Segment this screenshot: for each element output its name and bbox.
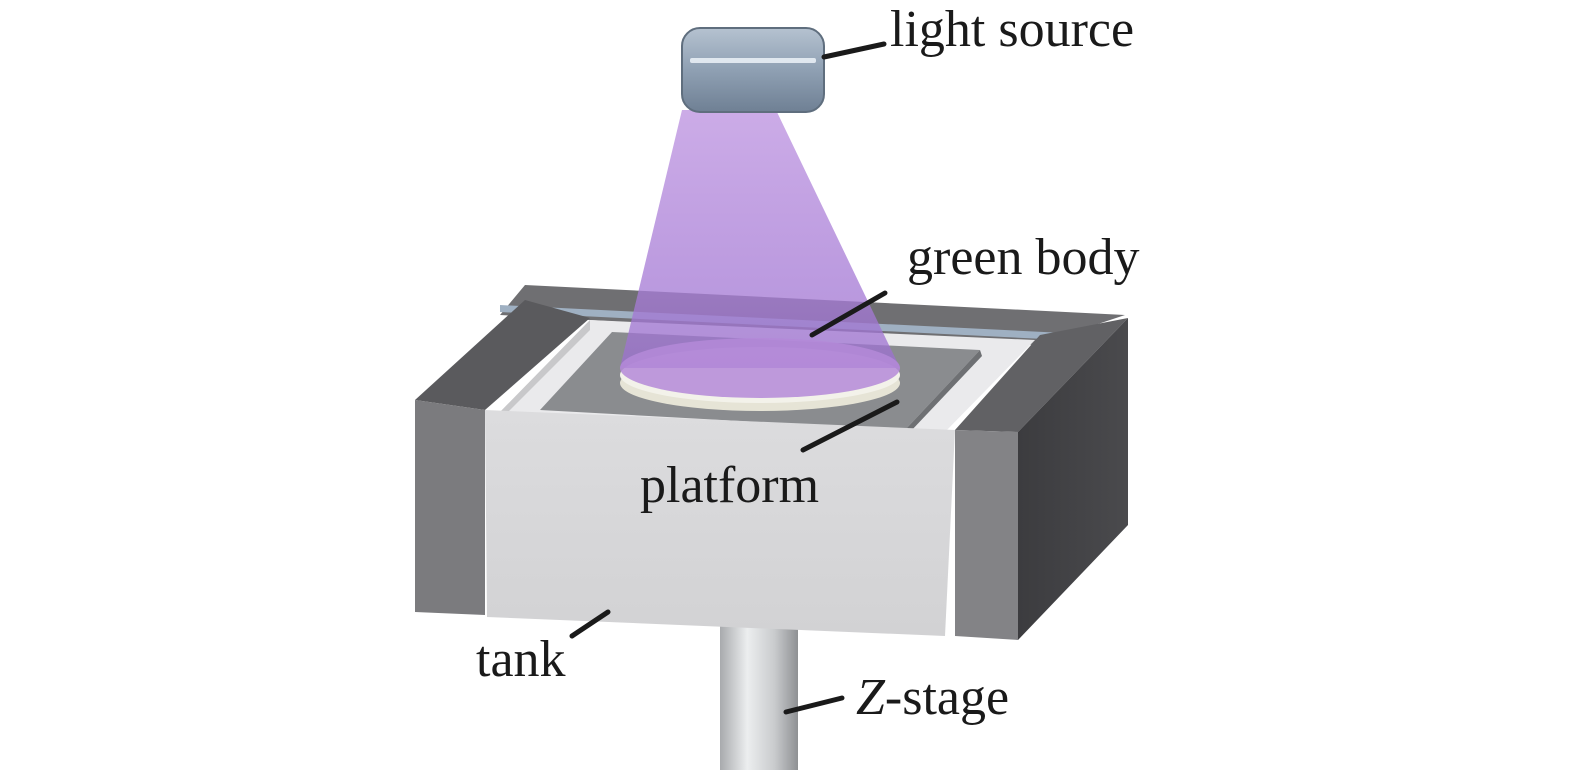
labels: light source green body platform tank Z-… <box>476 1 1139 726</box>
label-green-body: green body <box>907 229 1139 286</box>
leader-z-stage <box>783 695 845 715</box>
leader-platform <box>800 399 900 453</box>
leader-lines <box>569 41 900 715</box>
frame-right <box>955 318 1128 640</box>
label-light-source: light source <box>890 1 1134 58</box>
z-stage-column <box>720 610 798 770</box>
leader-tank <box>569 609 611 639</box>
leader-light-source <box>821 41 887 60</box>
light-beam <box>620 110 900 398</box>
label-platform: platform <box>640 457 819 514</box>
label-z-stage: Z-stage <box>856 669 1009 726</box>
label-tank: tank <box>476 631 566 688</box>
label-z-stage-rest: -stage <box>885 669 1009 726</box>
leader-green-body <box>809 290 888 338</box>
light-source-box <box>681 27 825 113</box>
tank-front-wall <box>485 410 955 636</box>
label-z-stage-italic: Z <box>856 669 886 726</box>
frame-left <box>415 300 590 615</box>
